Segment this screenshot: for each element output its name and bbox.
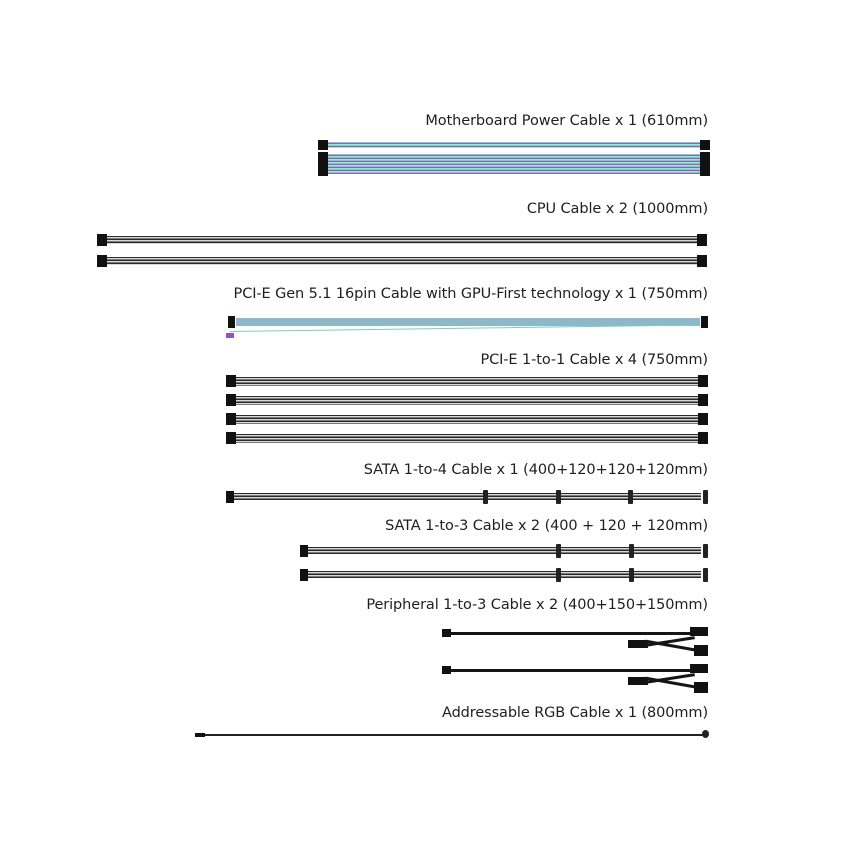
pcie-cable-label: PCI-E 1-to-1 Cable x 4 (750mm): [480, 352, 708, 368]
cpu-cable-label: CPU Cable x 2 (1000mm): [526, 201, 708, 217]
pcie-gen5-cable-label: PCI-E Gen 5.1 16pin Cable with GPU-First…: [233, 286, 709, 302]
argb-cable-label: Addressable RGB Cable x 1 (800mm): [442, 705, 708, 721]
motherboard-cable-label: Motherboard Power Cable x 1 (610mm): [425, 113, 708, 129]
sata-1to4-label: SATA 1-to-4 Cable x 1 (400+120+120+120mm…: [363, 462, 708, 478]
sata-1to3-label: SATA 1-to-3 Cable x 2 (400 + 120 + 120mm…: [385, 518, 708, 534]
peripheral-cable-label: Peripheral 1-to-3 Cable x 2 (400+150+150…: [366, 597, 708, 613]
